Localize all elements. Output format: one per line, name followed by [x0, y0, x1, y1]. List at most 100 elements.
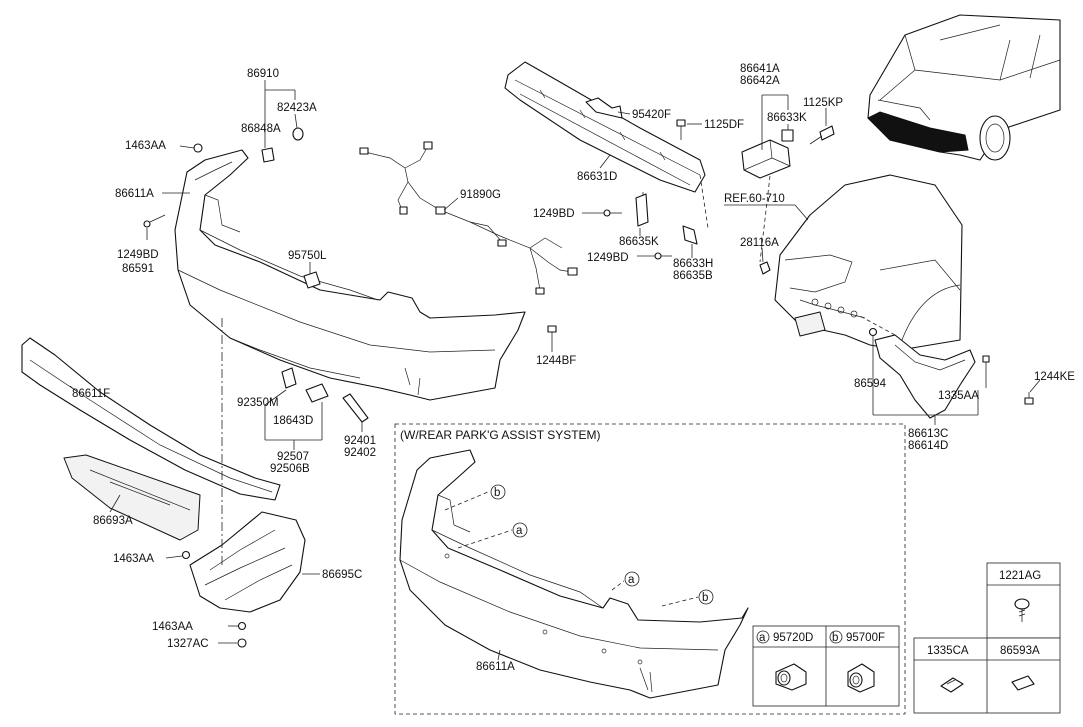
- vehicle-locator-illustration: [867, 14, 1061, 161]
- label-1244KE[interactable]: 1244KE: [1034, 371, 1075, 383]
- label-1463AA-top[interactable]: 1463AA: [125, 140, 166, 152]
- sensor-legend-a-letter[interactable]: a: [759, 632, 766, 644]
- label-1335AA[interactable]: 1335AA: [938, 390, 979, 402]
- callout-a-2: [624, 571, 640, 587]
- lamp-92350M: [281, 367, 297, 389]
- label-1463AA-mid[interactable]: 1463AA: [113, 553, 154, 565]
- body-side-panel: [774, 174, 963, 351]
- clip-86594: [868, 327, 878, 337]
- sensor-legend-b-part[interactable]: 95700F: [846, 632, 885, 644]
- bracket-86635K: [635, 193, 649, 227]
- label-86642A[interactable]: 86642A: [740, 75, 780, 87]
- callout-b-2-text[interactable]: b: [702, 592, 708, 604]
- part-number-labels: 86910 82423A 86848A 1463AA 86611A 1249BD…: [72, 63, 1075, 650]
- park-assist-inset-title[interactable]: (W/REAR PARK'G ASSIST SYSTEM): [400, 428, 601, 442]
- label-86695C[interactable]: 86695C: [322, 569, 362, 581]
- label-86591[interactable]: 86591: [122, 263, 154, 275]
- lamp-18643D: [305, 383, 329, 403]
- label-86611A-inset[interactable]: 86611A: [476, 661, 515, 673]
- label-1463AA-low[interactable]: 1463AA: [152, 621, 193, 633]
- callout-a-1: [512, 522, 528, 538]
- label-86635B[interactable]: 86635B: [673, 270, 713, 282]
- reflector-92401: [342, 393, 369, 423]
- rear-bumper-lower-garnish: [21, 337, 281, 501]
- label-92401[interactable]: 92401: [344, 435, 376, 447]
- sensor-legend-table: a 95720D b 95700F: [752, 625, 900, 707]
- screw-1221AG-icon: [1014, 598, 1030, 622]
- park-assist-inset-frame: [394, 423, 906, 715]
- beam-bracket-95420F: [585, 97, 623, 119]
- rear-bumper-cover-main: [174, 149, 526, 401]
- label-95420F[interactable]: 95420F: [632, 109, 671, 121]
- label-18643D[interactable]: 18643D: [273, 415, 313, 427]
- callout-b-2: [698, 589, 714, 605]
- leader-lines: [69, 80, 1041, 644]
- bumper-side-bracket: [874, 334, 976, 419]
- retainer-86848A: [261, 147, 275, 163]
- label-95750L[interactable]: 95750L: [288, 250, 327, 262]
- bolt-1125DF: [676, 119, 686, 140]
- label-92350M[interactable]: 92350M: [237, 397, 279, 409]
- reference-leader: [794, 204, 809, 221]
- sensor-legend-a-part[interactable]: 95720D: [773, 632, 813, 644]
- label-1249BD-mid[interactable]: 1249BD: [533, 208, 575, 220]
- label-86611A-top[interactable]: 86611A: [115, 188, 154, 200]
- callout-b-1: [490, 484, 506, 500]
- label-86910[interactable]: 86910: [247, 68, 279, 80]
- label-92402[interactable]: 92402: [344, 447, 376, 459]
- wiring-harness: [359, 141, 578, 295]
- label-86594[interactable]: 86594: [854, 378, 887, 390]
- park-sensor-b-icon: [847, 663, 875, 693]
- screw-1249BD-left: [143, 214, 166, 228]
- fastener-legend-1221AG[interactable]: 1221AG: [999, 570, 1041, 582]
- callout-b-1-text[interactable]: b: [494, 487, 500, 499]
- label-1327AC[interactable]: 1327AC: [167, 638, 209, 650]
- label-86633K[interactable]: 86633K: [767, 112, 807, 124]
- bumper-beam: [504, 61, 706, 193]
- label-91890G[interactable]: 91890G: [460, 189, 501, 201]
- label-1249BD-left[interactable]: 1249BD: [117, 249, 159, 261]
- assembly-centerlines: [221, 174, 896, 565]
- under-cover-86695C: [189, 511, 306, 613]
- label-86611F[interactable]: 86611F: [72, 388, 110, 400]
- clip-1335CA-icon: [940, 677, 964, 693]
- sensor-legend-a-circle: [756, 630, 770, 644]
- label-1244BF[interactable]: 1244BF: [536, 355, 576, 367]
- label-92506B[interactable]: 92506B: [270, 463, 310, 475]
- fastener-legend-table: 1221AG 1335CA 86593A: [913, 562, 1061, 714]
- callout-a-1-text[interactable]: a: [516, 525, 523, 537]
- bracket-86633K: [781, 129, 794, 142]
- label-1125KP[interactable]: 1125KP: [803, 97, 843, 109]
- label-28116A[interactable]: 28116A: [740, 237, 779, 249]
- label-92507[interactable]: 92507: [277, 451, 309, 463]
- sensor-module-86641A: [741, 139, 791, 179]
- fastener-legend-1335CA[interactable]: 1335CA: [927, 645, 969, 657]
- callout-a-2-text[interactable]: a: [628, 574, 635, 586]
- clip-1463AA-top: [193, 143, 203, 153]
- reference-label[interactable]: REF.60-710: [724, 193, 785, 205]
- sensor-legend-b-letter[interactable]: b: [832, 632, 838, 644]
- label-86848A[interactable]: 86848A: [241, 123, 281, 135]
- label-86693A[interactable]: 86693A: [93, 515, 133, 527]
- label-86631D[interactable]: 86631D: [577, 171, 617, 183]
- clip-86593A-icon: [1011, 675, 1035, 691]
- clip-1463AA-mid: [181, 550, 191, 560]
- screw-1249BD-low: [654, 252, 672, 260]
- label-86641A[interactable]: 86641A: [740, 63, 780, 75]
- label-1125DF[interactable]: 1125DF: [704, 119, 744, 131]
- label-86633H[interactable]: 86633H: [673, 258, 713, 270]
- screw-1249BD-mid: [603, 209, 622, 217]
- bolt-1244BF: [547, 325, 557, 344]
- bolt-1125KP: [809, 125, 835, 145]
- park-sensor-a-icon: [775, 663, 807, 691]
- label-82423A[interactable]: 82423A: [277, 102, 317, 114]
- plug-95750L: [303, 271, 321, 289]
- bracket-86633H: [682, 225, 698, 245]
- label-1249BD-low[interactable]: 1249BD: [587, 252, 629, 264]
- label-86635K[interactable]: 86635K: [619, 236, 659, 248]
- label-86613C[interactable]: 86613C: [908, 428, 948, 440]
- fastener-legend-86593A[interactable]: 86593A: [1000, 645, 1040, 657]
- label-86614D[interactable]: 86614D: [908, 440, 948, 452]
- bolt-1244KE: [1024, 392, 1034, 405]
